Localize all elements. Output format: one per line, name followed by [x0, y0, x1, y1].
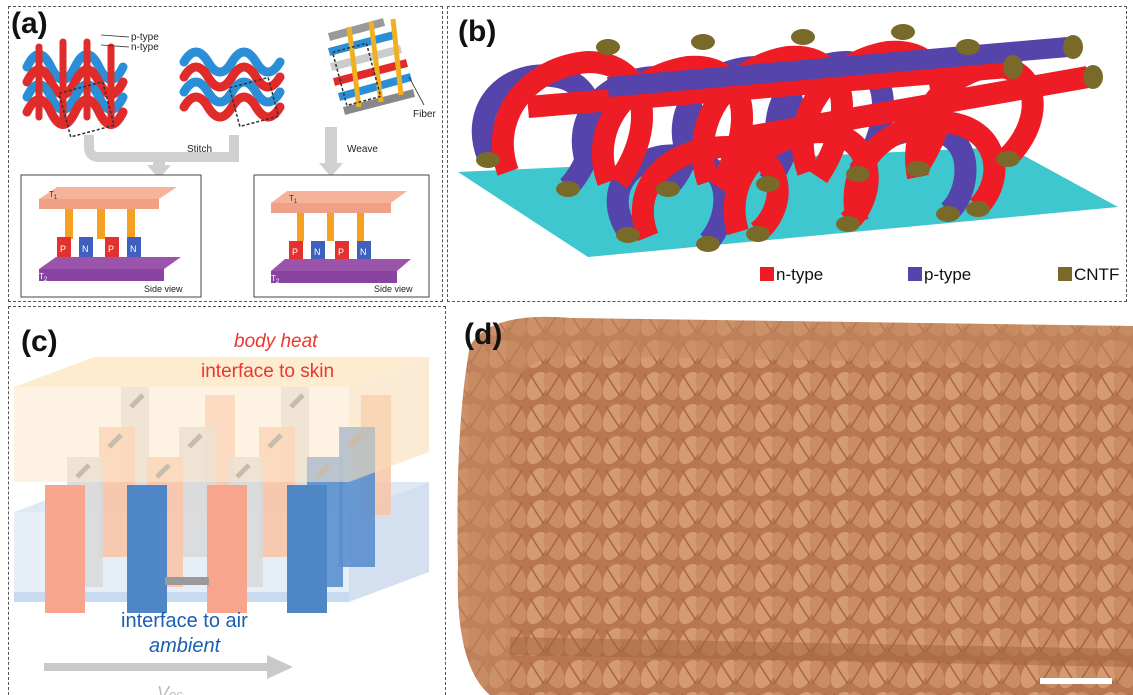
fiber-label: Fiber — [413, 109, 436, 120]
legend-swatch-n — [760, 267, 774, 281]
side-view-label-left: Side view — [144, 284, 183, 294]
panel-label-d: (d) — [464, 318, 503, 351]
interface-air-label: interface to air — [121, 610, 248, 632]
svg-text:T2: T2 — [271, 274, 280, 285]
knitted-fabric-photo — [457, 316, 1133, 695]
legend-cntf: CNTF — [1074, 265, 1119, 284]
p-type-label: p-type — [131, 32, 159, 43]
panel-c: (c) — [8, 306, 446, 695]
cntf-caps — [476, 24, 1103, 252]
weave-label: Weave — [347, 144, 378, 155]
svg-text:N: N — [314, 247, 321, 257]
top-slab-skin — [14, 357, 429, 482]
panel-a: (a) p-type n-type — [8, 6, 443, 302]
svg-text:N: N — [130, 244, 137, 254]
scale-bar — [1040, 678, 1112, 684]
svg-text:T2: T2 — [39, 272, 48, 283]
panel-label-a: (a) — [11, 7, 48, 40]
side-view-label-right: Side view — [374, 284, 413, 294]
svg-text:P: P — [292, 247, 298, 257]
legend-n-type: n-type — [776, 265, 823, 284]
svg-text:N: N — [82, 244, 89, 254]
n-type-label: n-type — [131, 42, 159, 53]
svg-text:P: P — [338, 247, 344, 257]
ambient-label: ambient — [149, 635, 222, 657]
weave-side-view-box: T1 T2 P N P N Side view — [253, 174, 430, 298]
voc-label: Voc — [157, 683, 183, 695]
panel-d: (d) — [450, 306, 1133, 695]
panel-label-b: (b) — [458, 15, 497, 48]
panel-a-diagram: p-type n-type — [20, 18, 436, 298]
legend: n-type p-type CNTF — [760, 265, 1119, 284]
panel-label-c: (c) — [21, 325, 58, 358]
woven-fabric — [327, 18, 415, 115]
panel-b: (b) — [447, 6, 1127, 302]
panel-c-diagram: body heat interface to skin interface to… — [14, 331, 429, 695]
knit-fabric-right — [179, 47, 285, 128]
svg-text:N: N — [360, 247, 367, 257]
legend-p-type: p-type — [924, 265, 971, 284]
stitch-label: Stitch — [187, 144, 212, 155]
svg-text:T1: T1 — [289, 194, 298, 205]
panel-b-diagram: n-type p-type CNTF — [458, 24, 1119, 284]
stitch-arrow — [84, 135, 239, 179]
interface-skin-label: interface to skin — [201, 361, 334, 382]
legend-swatch-cntf — [1058, 267, 1072, 281]
knit-fabric-left — [22, 38, 139, 138]
legend-swatch-p — [908, 267, 922, 281]
weave-arrow — [319, 127, 343, 177]
stitch-side-view-box: T1 T2 P N P N Side view — [20, 174, 202, 298]
voc-arrow — [44, 655, 293, 679]
svg-text:P: P — [108, 244, 114, 254]
svg-text:T1: T1 — [49, 190, 58, 201]
body-heat-label: body heat — [234, 331, 318, 352]
svg-text:P: P — [60, 244, 66, 254]
